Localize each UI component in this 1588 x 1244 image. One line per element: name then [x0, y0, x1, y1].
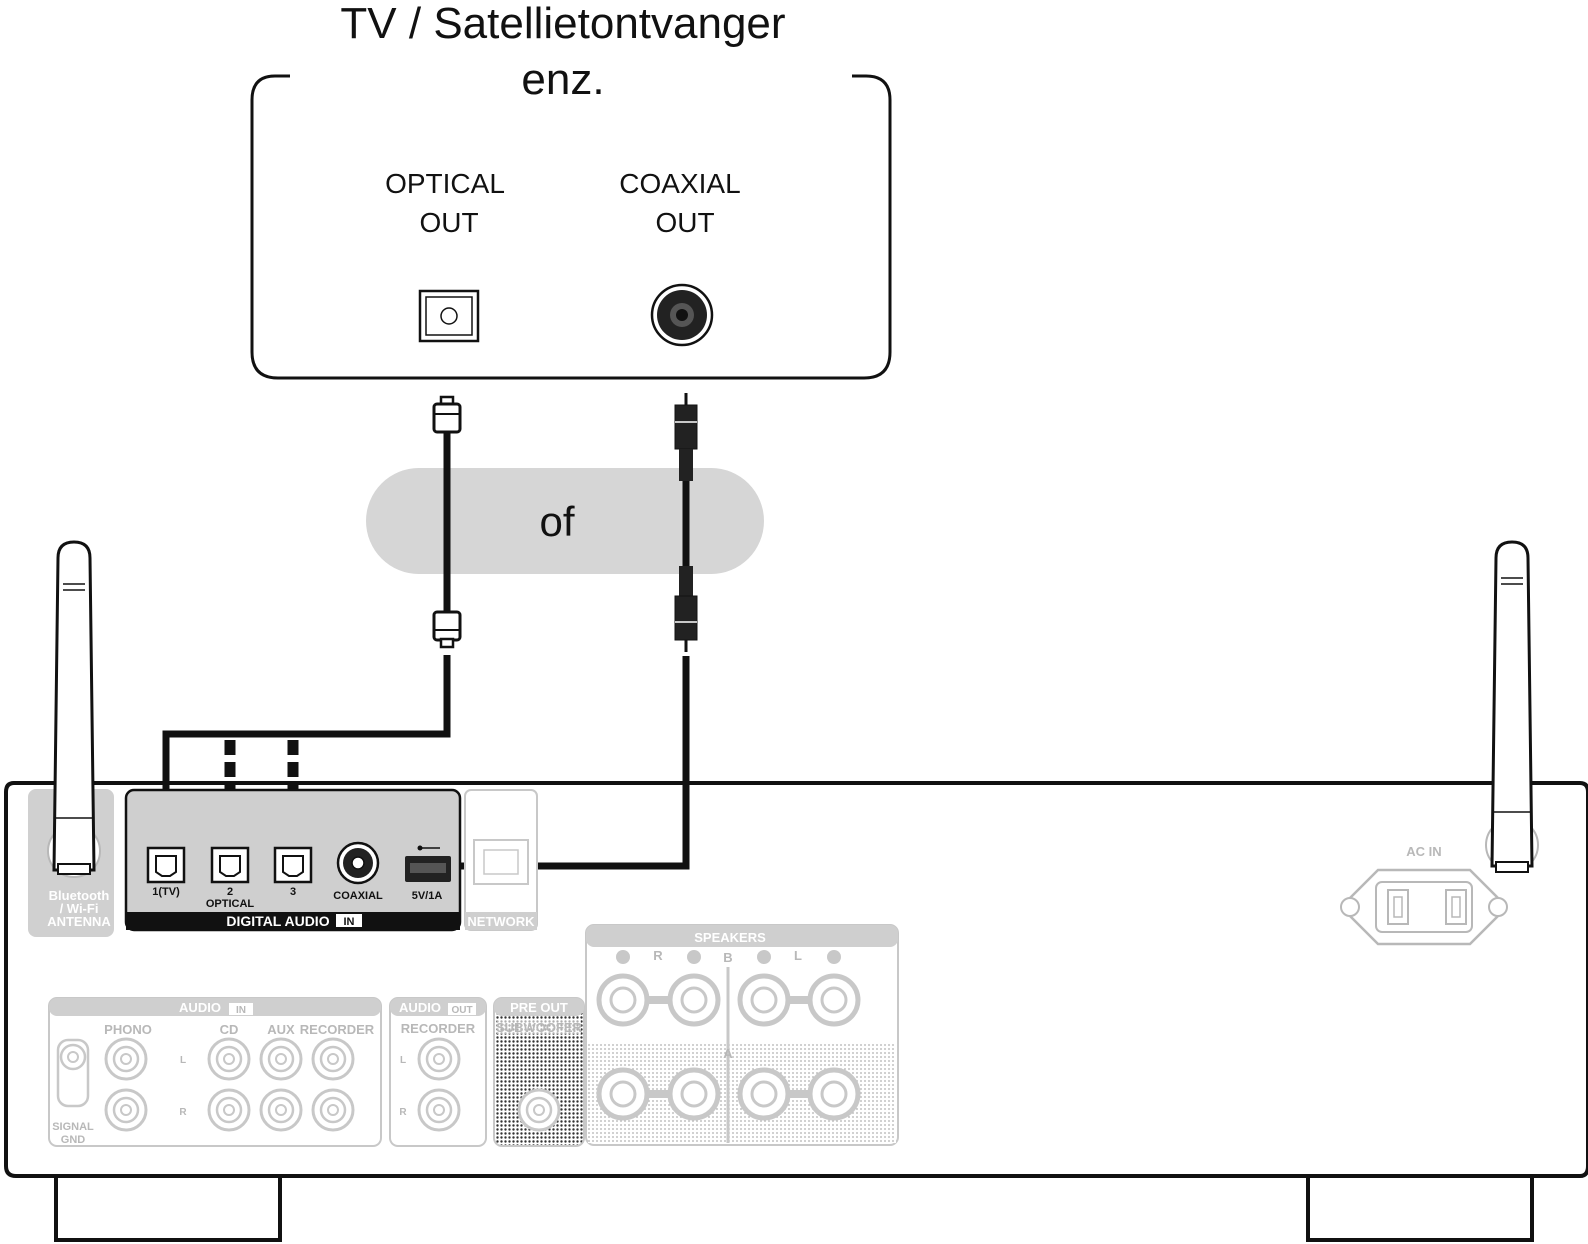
digital-audio-label: DIGITAL AUDIO — [226, 913, 329, 929]
or-separator-pill — [366, 468, 764, 574]
audio-in-panel: AUDIO IN PHONO CD AUX RECORDER SIGNAL GN… — [48, 997, 382, 1147]
usb-port-icon — [405, 845, 451, 882]
source-device-outline — [250, 74, 892, 380]
optical-out-port-icon — [418, 289, 480, 343]
source-title-line2: enz. — [521, 55, 604, 104]
ac-in-label: AC IN — [1406, 844, 1441, 859]
signal-gnd-label-line1: SIGNAL — [52, 1121, 94, 1133]
source-title-line1: TV / Satellietontvanger — [340, 0, 785, 48]
speakers-b-label: B — [723, 950, 732, 965]
digital-audio-panel: DIGITAL AUDIO IN 1(TV) 2 OPTICAL 3 COAXI… — [124, 788, 462, 932]
pre-out-label: PRE OUT — [510, 1000, 568, 1015]
audio-out-panel: AUDIO OUT RECORDER L R — [389, 997, 487, 1147]
speakers-label: SPEAKERS — [694, 930, 766, 945]
digital-audio-in-badge: IN — [344, 916, 355, 928]
left-foot — [54, 1176, 282, 1242]
optical-in-3-label: 3 — [290, 886, 296, 898]
optical-group-label: OPTICAL — [206, 898, 255, 910]
or-label: of — [539, 498, 574, 545]
optical-out-label-line2: OUT — [419, 207, 478, 238]
signal-gnd-terminal-icon — [56, 1038, 90, 1108]
recorder-in-label: RECORDER — [300, 1022, 375, 1037]
aux-label: AUX — [267, 1022, 295, 1037]
speakers-l-label: L — [794, 948, 802, 963]
speakers-panel: SPEAKERS B A R L — [585, 924, 899, 1146]
coaxial-in-port-icon — [336, 841, 380, 885]
coaxial-out-label-line1: COAXIAL — [619, 168, 740, 199]
audio-in-label: AUDIO — [179, 1000, 221, 1015]
right-foot — [1306, 1176, 1534, 1242]
network-panel: NETWORK — [464, 789, 538, 931]
cd-label: CD — [220, 1022, 239, 1037]
antenna-label-line3: ANTENNA — [47, 914, 111, 929]
antenna-label-line1: Bluetooth — [49, 888, 110, 903]
audio-in-badge: IN — [236, 1005, 246, 1016]
network-label: NETWORK — [467, 914, 535, 929]
speakers-r-label: R — [653, 948, 663, 963]
audio-out-r-label: R — [399, 1107, 407, 1118]
optical-in-1-label: 1(TV) — [152, 886, 180, 898]
coaxial-out-port-icon — [650, 283, 714, 347]
coaxial-in-label: COAXIAL — [333, 890, 383, 902]
coaxial-out-label-line2: OUT — [655, 207, 714, 238]
ac-in-socket: AC IN — [1340, 844, 1508, 946]
speakers-a-label: A — [723, 1046, 733, 1061]
optical-plug-top-icon — [432, 395, 462, 434]
audio-out-l-label: L — [400, 1055, 406, 1066]
antenna-label-line2: / Wi-Fi — [60, 901, 99, 916]
pre-out-panel: PRE OUT SUBWOOFER — [493, 997, 585, 1147]
optical-in-3-port-icon — [273, 846, 313, 884]
audio-out-badge: OUT — [451, 1005, 472, 1016]
right-antenna — [1485, 540, 1539, 873]
optical-in-1-port-icon — [146, 846, 186, 884]
subwoofer-label: SUBWOOFER — [496, 1020, 583, 1035]
usb-rating-label: 5V/1A — [412, 890, 443, 902]
audio-in-l-label: L — [180, 1055, 186, 1066]
phono-label: PHONO — [104, 1022, 152, 1037]
audio-out-label: AUDIO — [399, 1000, 441, 1015]
optical-in-2-label: 2 — [227, 886, 233, 898]
optical-in-2-port-icon — [210, 846, 250, 884]
optical-out-label-line1: OPTICAL — [385, 168, 505, 199]
signal-gnd-label-line2: GND — [61, 1134, 86, 1146]
left-antenna: Bluetooth / Wi-Fi ANTENNA — [28, 540, 114, 937]
recorder-out-label: RECORDER — [401, 1021, 476, 1036]
optical-plug-bottom-icon — [432, 610, 462, 649]
source-device: TV / Satellietontvanger enz. OPTICAL OUT… — [250, 0, 892, 380]
audio-in-r-label: R — [179, 1107, 187, 1118]
